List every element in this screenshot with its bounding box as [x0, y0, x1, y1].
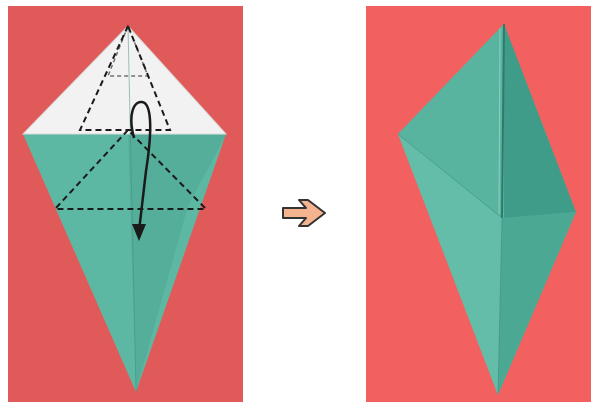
before-fold-panel — [8, 6, 243, 402]
before-fold-diagram — [8, 6, 243, 402]
after-fold-panel — [366, 6, 591, 402]
after-fold-diagram — [366, 6, 591, 402]
right-arrow-icon — [280, 195, 328, 231]
